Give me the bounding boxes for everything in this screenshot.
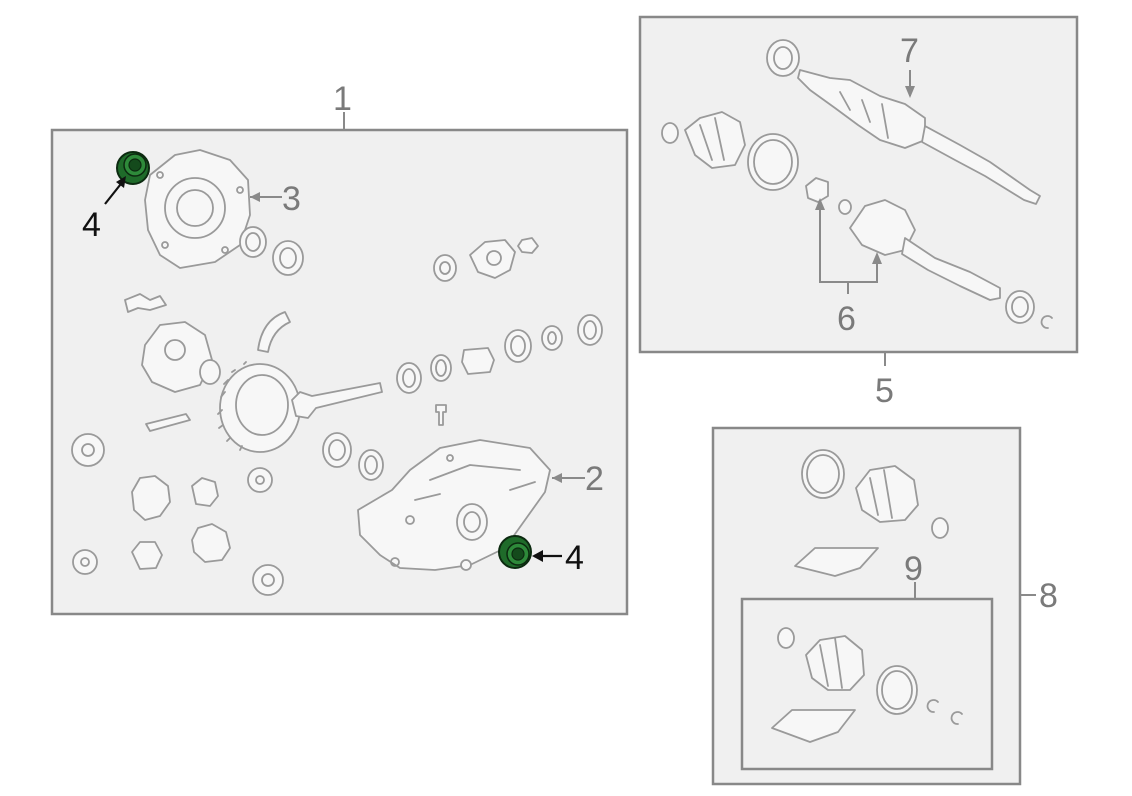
callout-8: 8 bbox=[1039, 577, 1058, 615]
oil-seal-front bbox=[577, 314, 603, 346]
callout-1: 1 bbox=[333, 80, 352, 118]
sub-snap-ring-b bbox=[950, 711, 963, 725]
small-seal-c bbox=[460, 559, 472, 571]
oil-seal-bottom-part bbox=[498, 535, 532, 569]
bearing-f bbox=[322, 432, 352, 468]
companion-flange-part bbox=[469, 239, 516, 279]
clamp-ring-a bbox=[661, 122, 679, 144]
spacer-part bbox=[461, 347, 495, 375]
thrust-washer-a bbox=[247, 467, 273, 493]
nut-part bbox=[517, 237, 539, 254]
kit-boot-part bbox=[855, 465, 919, 523]
kit-clamp-small bbox=[931, 517, 949, 539]
differential-case-part bbox=[141, 321, 221, 393]
shaft-seal-ring bbox=[766, 39, 800, 77]
carrier-housing-part bbox=[357, 439, 551, 571]
callout-4-top: 4 bbox=[82, 206, 101, 244]
drive-shaft-group: 5 7 6 bbox=[638, 15, 1079, 410]
callout-7: 7 bbox=[900, 32, 919, 70]
snap-ring-c bbox=[1040, 315, 1053, 329]
bearing-e bbox=[504, 329, 532, 363]
boot-kit-sub-box bbox=[740, 597, 994, 771]
bearing-g bbox=[358, 449, 384, 481]
bearing-ring-b bbox=[272, 240, 304, 276]
washer-part bbox=[433, 254, 457, 282]
drive-pinion-part bbox=[291, 382, 383, 419]
housing-cover-part bbox=[144, 149, 251, 269]
callout-5: 5 bbox=[875, 372, 894, 410]
grease-packet bbox=[794, 547, 879, 577]
bolt-part bbox=[435, 404, 447, 426]
ring-gear-part bbox=[217, 361, 301, 453]
side-washer-b bbox=[72, 549, 98, 575]
cv-boot-part bbox=[684, 111, 746, 169]
retaining-ring bbox=[838, 199, 852, 215]
side-gear-b bbox=[191, 523, 231, 563]
sub-clamp-large bbox=[876, 665, 918, 715]
inner-snap-ring bbox=[805, 177, 829, 203]
outboard-shaft-part bbox=[797, 69, 1041, 205]
differential-assembly-box bbox=[50, 128, 629, 616]
sub-grease-packet bbox=[771, 709, 856, 743]
bearing-c bbox=[396, 362, 422, 394]
differential-assembly-group: 1 3 4 bbox=[50, 80, 629, 616]
bearing-d bbox=[430, 354, 452, 382]
washer-b bbox=[541, 325, 563, 351]
oil-deflector-part bbox=[257, 311, 291, 353]
callout-3: 3 bbox=[282, 180, 301, 218]
bearing-ring-a bbox=[239, 226, 267, 258]
pinion-gear-b bbox=[131, 541, 163, 570]
pinion-shaft-part bbox=[145, 413, 191, 432]
side-gear-a bbox=[131, 475, 171, 521]
callout-6: 6 bbox=[837, 300, 856, 338]
callout-4-bottom: 4 bbox=[565, 539, 584, 577]
pinion-gear-a bbox=[191, 477, 219, 507]
sub-boot-part bbox=[805, 635, 865, 691]
callout-9: 9 bbox=[904, 550, 923, 588]
inboard-joint-part bbox=[849, 199, 1001, 301]
kit-clamp-large bbox=[801, 449, 845, 499]
thrust-washer-b bbox=[252, 564, 284, 596]
oil-seal-top-part bbox=[116, 151, 150, 185]
bracket-part bbox=[124, 293, 167, 313]
dust-seal bbox=[1005, 290, 1035, 324]
boot-clamp-large bbox=[747, 133, 799, 191]
side-washer-a bbox=[71, 433, 105, 467]
sub-clamp-small bbox=[777, 627, 795, 649]
boot-kit-group: 8 9 bbox=[711, 426, 1058, 786]
sub-snap-ring-a bbox=[926, 699, 939, 713]
callout-2: 2 bbox=[585, 460, 604, 498]
